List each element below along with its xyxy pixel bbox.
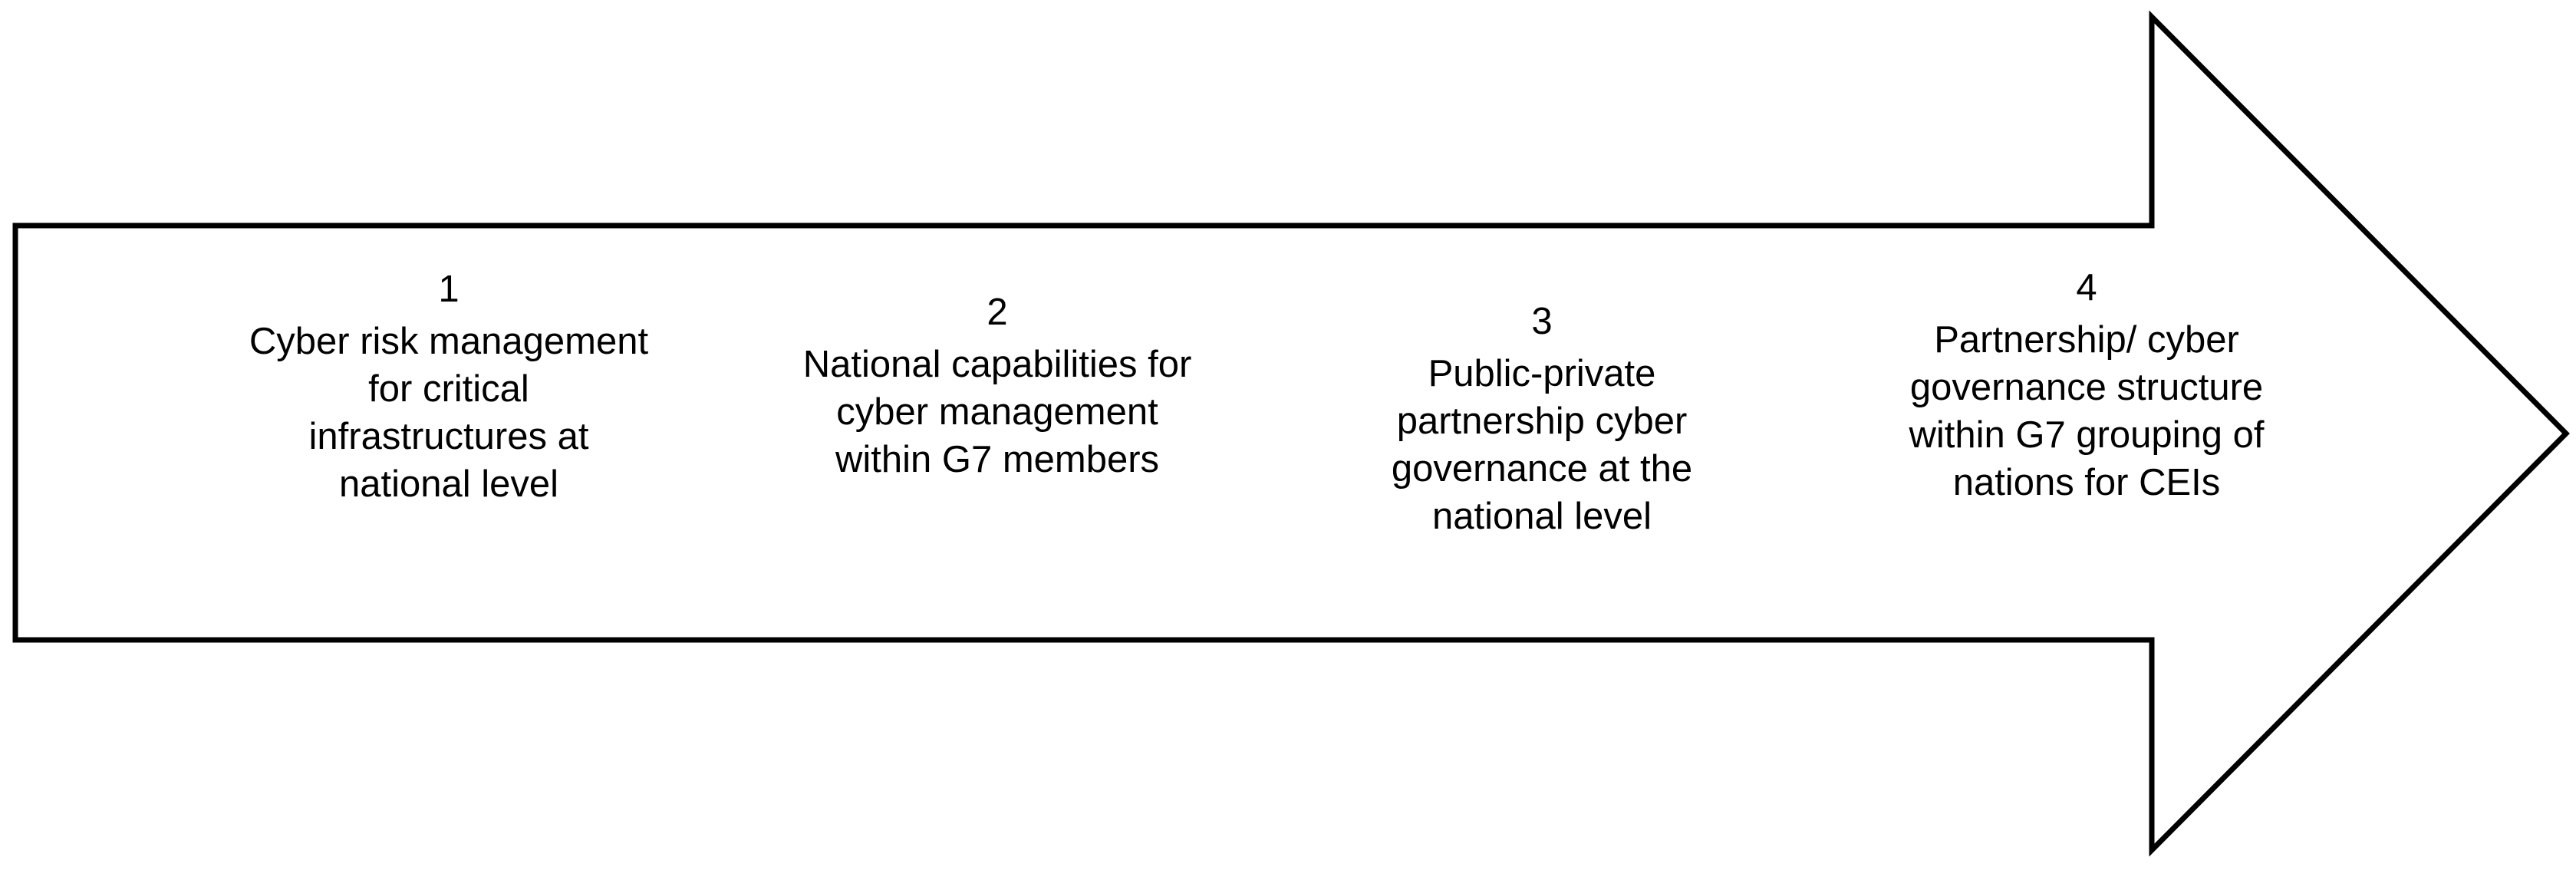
stage-1: 1 Cyber risk management for critical inf… [211,265,687,508]
stage-3-line-4: national level [1431,496,1652,537]
stage-2: 2 National capabilities for cyber manage… [759,288,1235,483]
stage-3: 3 Public-private partnership cyber gover… [1304,298,1780,540]
stage-1-line-4: national level [338,463,559,505]
stage-2-number: 2 [987,292,1008,333]
stage-4: 4 Partnership/ cyber governance structur… [1849,264,2324,506]
stage-4-line-2: governance structure [1909,367,2264,408]
stage-1-line-2: for critical [368,368,529,410]
stage-2-line-3: within G7 members [835,439,1160,480]
stage-4-number: 4 [2076,267,2097,308]
stage-4-line-3: within G7 grouping of [1909,414,2265,456]
stage-1-number: 1 [438,269,460,310]
process-arrow-shape [12,10,2570,857]
stage-4-line-1: Partnership/ cyber [1934,319,2239,361]
stage-3-line-1: Public-private [1428,353,1656,394]
stage-1-line-3: infrastructures at [308,416,589,457]
stage-2-line-2: cyber management [836,391,1158,433]
stage-3-line-2: partnership cyber [1396,401,1688,442]
stage-2-line-1: National capabilities for [802,344,1192,385]
stage-4-line-4: nations for CEIs [1952,462,2221,503]
stage-1-line-1: Cyber risk management [249,321,649,362]
stage-3-number: 3 [1531,301,1553,342]
stage-3-line-3: governance at the [1391,448,1693,490]
